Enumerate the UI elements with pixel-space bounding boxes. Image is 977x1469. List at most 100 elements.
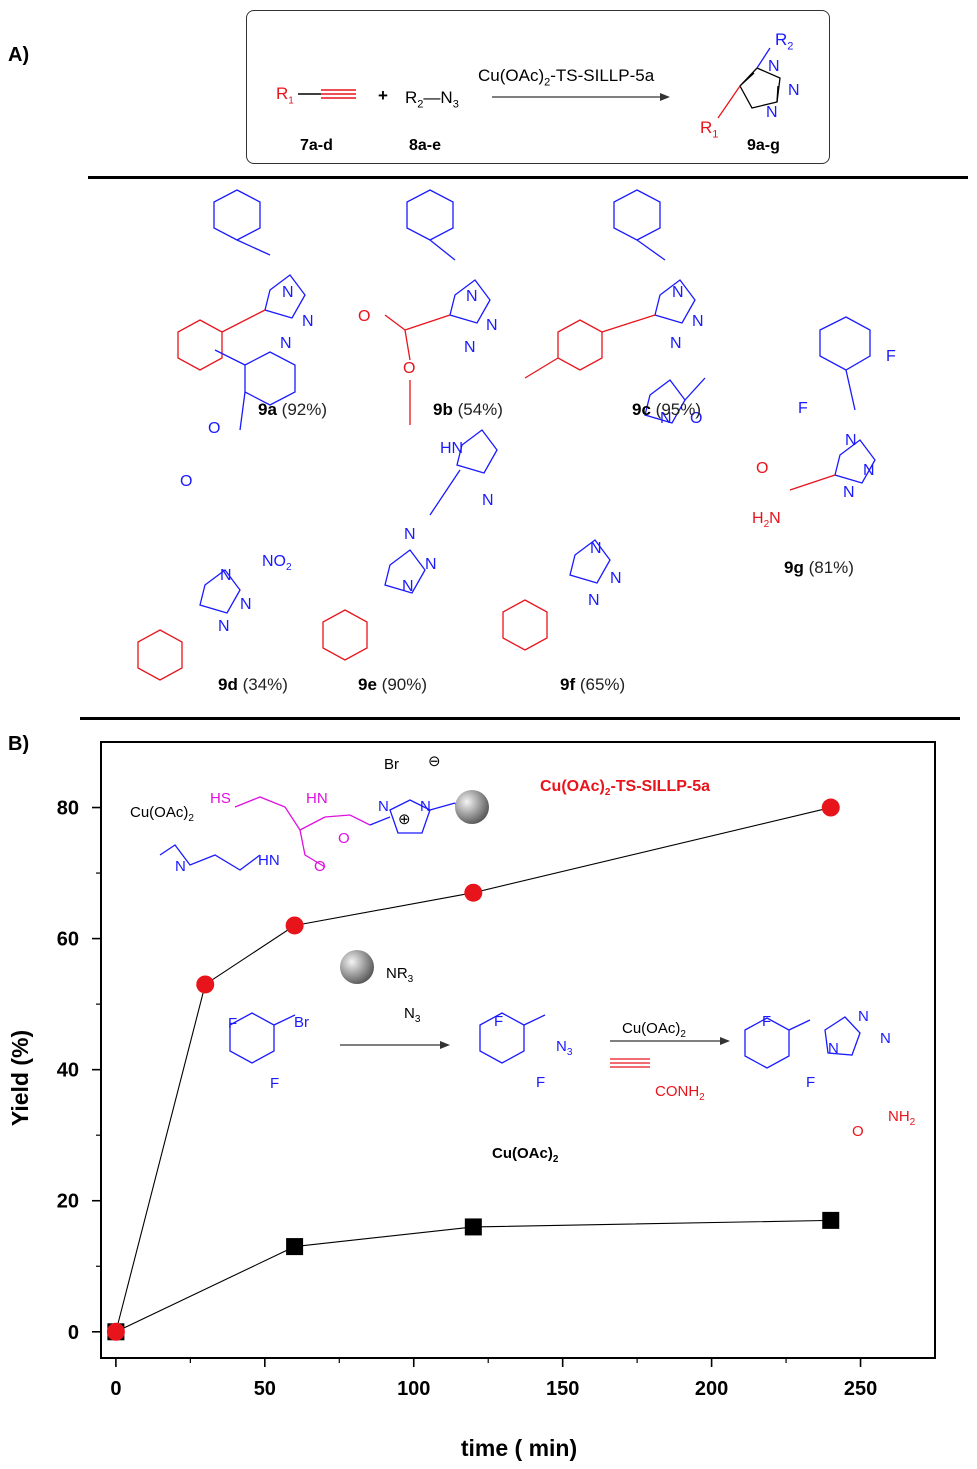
catalyst-cu-label: Cu(OAc)2 <box>130 804 194 824</box>
product-n3: N <box>766 104 778 121</box>
y-tick-label: 40 <box>57 1060 79 1082</box>
atom-9e-n3: N <box>402 578 414 595</box>
structure-9e <box>322 429 498 661</box>
separator-top <box>88 176 968 179</box>
atom-9f-n2: N <box>610 570 622 587</box>
product-r1: R1 <box>700 118 719 141</box>
panel-b-label: B) <box>8 733 30 755</box>
alkyne-r1: R1 <box>276 84 294 107</box>
series-label-sillp: Cu(OAc)2-TS-SILLP-5a <box>540 778 711 799</box>
inset-f5: F <box>762 1013 772 1030</box>
y-axis-label: Yield (%) <box>7 1030 33 1126</box>
x-tick-label: 50 <box>254 1378 276 1400</box>
data-point-circle <box>196 975 215 994</box>
inset-f2: F <box>270 1075 280 1092</box>
reaction-arrow <box>492 93 670 101</box>
catalyst-minus: ⊖ <box>428 753 441 770</box>
atom-9d-n3: N <box>218 618 230 635</box>
label-9a-g: 9a-g <box>747 137 780 154</box>
inset-n-b: N <box>858 1008 869 1025</box>
inset-f4: F <box>536 1074 546 1091</box>
data-point-circle <box>285 916 304 935</box>
atom-9a-n1: N <box>282 284 294 301</box>
y-tick-label: 80 <box>57 798 79 820</box>
structure-9d <box>137 349 296 681</box>
atom-9g-o: O <box>756 460 769 477</box>
chart-series <box>106 798 840 1341</box>
atom-9b-o2: O <box>403 360 416 377</box>
product-n2: N <box>788 82 800 99</box>
x-tick-label: 200 <box>695 1378 728 1400</box>
y-tick-label: 60 <box>57 929 79 951</box>
inset-reagent-cu: Cu(OAc)2 <box>622 1020 686 1040</box>
x-tick-label: 150 <box>546 1378 579 1400</box>
label-7a-d: 7a-d <box>300 137 333 154</box>
inset-conh2: CONH2 <box>655 1083 705 1103</box>
inset-reaction-scheme <box>229 1012 861 1069</box>
catalyst-plus: ⊕ <box>398 811 411 828</box>
plus-sign: + <box>378 86 388 105</box>
alkyne-triple-bond <box>298 89 356 99</box>
compound-9e-label: 9e (90%) <box>358 675 428 694</box>
atom-9g-f1: F <box>886 348 896 365</box>
reaction-scheme-box <box>246 10 830 164</box>
atom-9g-n2: N <box>863 462 875 479</box>
x-tick-label: 0 <box>110 1378 121 1400</box>
structure-9f <box>502 377 706 651</box>
atom-9d-o1: O <box>208 420 221 437</box>
atom-9c-n1: N <box>672 284 684 301</box>
atom-9e-n1: N <box>404 526 416 543</box>
catalyst-hs: HS <box>210 790 231 807</box>
atom-9f-o-ring: O <box>690 410 703 427</box>
catalyst-label: Cu(OAc)2-TS-SILLP-5a <box>478 66 655 89</box>
compound-9g-label: 9g (81%) <box>784 558 854 577</box>
data-point-square <box>464 1218 482 1236</box>
inset-n3-reagent: N3 <box>404 1005 421 1025</box>
catalyst-o2: O <box>314 858 326 875</box>
atom-9g-n1: N <box>845 432 857 449</box>
atom-9a-n3: N <box>280 335 292 352</box>
inset-o: O <box>852 1123 864 1140</box>
atom-9f-n3: N <box>588 592 600 609</box>
data-point-circle <box>821 798 840 817</box>
atom-9e-hn: HN <box>440 440 464 457</box>
inset-resin-bead <box>340 950 374 984</box>
atom-9d-n1: N <box>220 567 232 584</box>
atom-9f-n-ring: N <box>660 410 672 427</box>
inset-br: Br <box>294 1014 309 1031</box>
catalyst-n2: N <box>420 798 431 815</box>
atom-9d-o2: O <box>180 473 193 490</box>
atom-9d-no2: NO2 <box>262 553 292 574</box>
structure-9c <box>524 189 696 379</box>
atom-9b-n1: N <box>466 288 478 305</box>
atom-9e-n2: N <box>425 556 437 573</box>
atom-9f-n1: N <box>590 540 602 557</box>
y-tick-label: 20 <box>57 1191 79 1213</box>
inset-f6: F <box>806 1074 816 1091</box>
data-point-square <box>822 1211 840 1229</box>
inset-n-a: N <box>828 1040 839 1057</box>
catalyst-n1: N <box>378 798 389 815</box>
x-tick-label: 250 <box>844 1378 877 1400</box>
inset-n3-product: N3 <box>556 1038 573 1058</box>
product-triazole-structure <box>717 47 781 119</box>
atom-9e-n-ring: N <box>482 492 494 509</box>
label-8a-e: 8a-e <box>409 137 442 154</box>
y-tick-label: 0 <box>68 1322 79 1344</box>
series-line <box>115 1219 831 1333</box>
compound-9a-label: 9a (92%) <box>258 400 328 419</box>
data-point-circle <box>464 883 483 902</box>
inset-f1: F <box>228 1015 238 1032</box>
atom-9d-n2: N <box>240 596 252 613</box>
structure-9b <box>384 189 491 425</box>
compound-structures <box>137 189 876 681</box>
compound-9d-label: 9d (34%) <box>218 675 288 694</box>
azide-formula: R2—N3 <box>405 88 459 111</box>
structure-9g <box>789 316 876 491</box>
catalyst-br: Br <box>384 756 399 773</box>
atom-9b-n2: N <box>486 317 498 334</box>
inset-n-c: N <box>880 1030 891 1047</box>
inset-nr3: NR3 <box>386 965 414 985</box>
product-r2: R2 <box>775 30 794 53</box>
